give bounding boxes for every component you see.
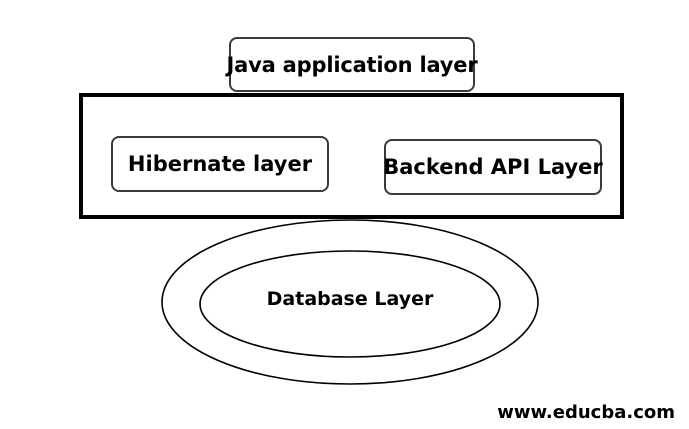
watermark-text: www.educba.com: [497, 402, 675, 423]
database-layer-label: Database Layer: [266, 288, 434, 310]
backend-api-layer-box: Backend API Layer: [383, 139, 603, 195]
database-inner-ellipse: [199, 250, 501, 358]
hibernate-layer-box: Hibernate layer: [111, 136, 329, 192]
java-application-layer-box: Java application layer: [227, 37, 478, 92]
database-outer-ellipse: [161, 219, 539, 385]
